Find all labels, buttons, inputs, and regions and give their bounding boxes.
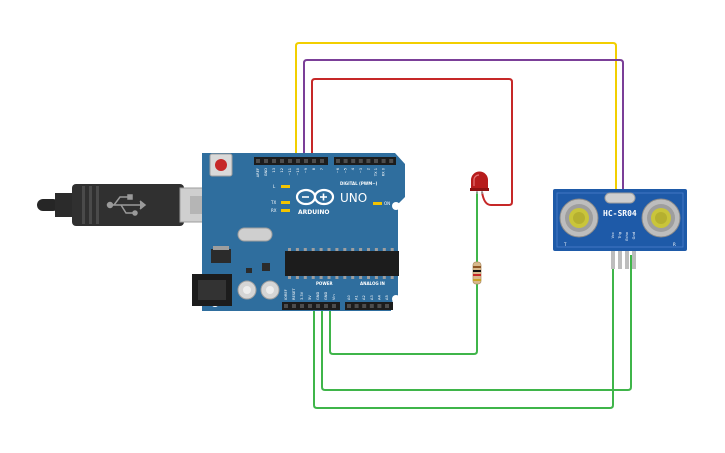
power-pin-label: GND: [316, 292, 320, 300]
sensor-corner-right: R: [673, 242, 676, 247]
capacitors: [237, 280, 280, 300]
digital-pin-label: RX 0: [382, 167, 386, 176]
digital-pin-label: ~3: [359, 168, 363, 173]
digital-pin-label: GND: [264, 168, 268, 176]
wire-yellow-trig[interactable]: [295, 42, 617, 194]
crystal-oscillator: [237, 227, 273, 242]
analog-pin-label: A5: [385, 295, 389, 300]
analog-pin-label: A2: [362, 295, 366, 300]
red-led[interactable]: [470, 171, 489, 195]
power-pin-labels: IOREF RESET 3.3V 5V GND GND Vin: [284, 288, 336, 300]
ultrasonic-transmitter: [559, 198, 599, 238]
wire-purple-echo[interactable]: [303, 59, 624, 194]
analog-pin-label: A0: [347, 295, 351, 300]
sensor-pin-label: Echo: [625, 232, 629, 241]
on-label: ON: [384, 201, 390, 206]
digital-pin-label: AREF: [256, 168, 260, 177]
power-pin-label: GND: [324, 292, 328, 300]
reset-button[interactable]: [209, 153, 233, 177]
power-pin-label: IOREF: [284, 289, 288, 300]
digital-pin-label: ~5: [344, 168, 348, 173]
sensor-corner-left: T: [563, 242, 567, 247]
onboard-leds: L TX RX ON: [270, 184, 390, 213]
wire-green-gnd[interactable]: [313, 255, 614, 409]
sensor-pin-label: Gnd: [632, 232, 636, 239]
analog-pin-label: A4: [377, 295, 381, 300]
digital-pin-label: 13: [272, 168, 276, 173]
analog-pin-label: A1: [355, 295, 359, 300]
power-label: POWER: [316, 281, 333, 286]
wire-red-led[interactable]: [311, 78, 513, 206]
board-brand: ARDUINO: [298, 209, 329, 216]
power-pin-label: RESET: [292, 288, 296, 300]
digital-pin-label: ~10: [296, 167, 300, 175]
atmega-chip: [285, 248, 399, 279]
wire-green-vcc[interactable]: [321, 255, 632, 391]
usb-icon: [106, 194, 147, 216]
power-pin-label: 5V: [308, 295, 312, 300]
resistor[interactable]: [472, 261, 482, 285]
power-pin-label: 3.3V: [300, 291, 304, 300]
digital-pin-label: 12: [280, 168, 284, 173]
led-label-l: L: [273, 184, 276, 189]
digital-pin-label: ~9: [304, 167, 308, 173]
power-header[interactable]: [282, 302, 393, 310]
board-model: UNO: [340, 191, 367, 205]
sensor-pins[interactable]: [611, 251, 636, 269]
voltage-regulator: [211, 246, 231, 263]
wires: [295, 42, 632, 409]
digital-label: DIGITAL (PWM~): [340, 181, 378, 186]
digital-pin-label: 8: [312, 167, 316, 170]
digital-pin-label: 4: [351, 167, 355, 170]
sensor-name: HC-SR04: [603, 209, 637, 218]
power-pin-label: Vin: [332, 294, 336, 300]
digital-pin-label: TX 1: [374, 168, 378, 177]
wire-green-led-ground[interactable]: [329, 192, 478, 355]
arduino-logo: [295, 188, 335, 206]
sensor-pin-label: Vcc: [611, 232, 615, 238]
digital-pin-label: ~6: [336, 167, 340, 173]
digital-pin-label: 7: [320, 168, 324, 170]
sensor-pin-label: Trig: [618, 232, 622, 239]
led-label-tx: TX: [270, 200, 276, 205]
led-label-rx: RX: [271, 208, 277, 213]
analog-label: ANALOG IN: [360, 281, 385, 286]
digital-pin-label: 2: [366, 168, 370, 170]
digital-pin-label: ~11: [288, 168, 292, 176]
digital-header[interactable]: [254, 157, 396, 165]
analog-pin-label: A3: [370, 295, 374, 300]
power-jack[interactable]: [192, 274, 232, 306]
ultrasonic-receiver: [641, 198, 681, 238]
